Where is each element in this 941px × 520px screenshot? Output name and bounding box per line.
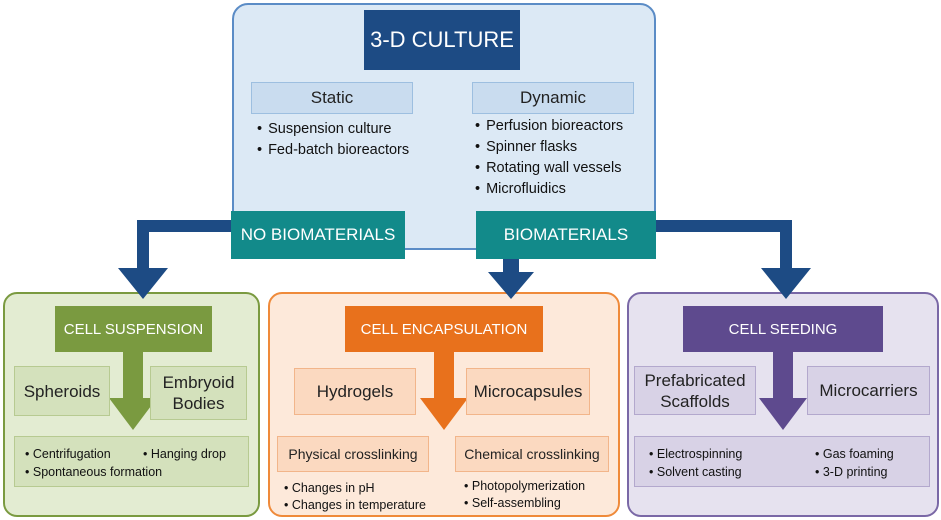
list-item: Fed-batch bioreactors (257, 140, 409, 161)
arrow-right-branch (656, 220, 811, 299)
method-item: • Centrifugation (25, 447, 111, 461)
physical-item: • Changes in temperature (284, 498, 426, 512)
chemical-item: • Photopolymerization (464, 479, 586, 493)
chemical-crosslinking-box: Chemical crosslinking (455, 436, 609, 472)
method-item: • Hanging drop (143, 447, 226, 461)
arrow-purple (759, 352, 807, 430)
arrow-orange (420, 352, 468, 430)
dynamic-list: Perfusion bioreactors Spinner flasks Rot… (475, 116, 623, 200)
arrow-middle-branch (488, 259, 534, 299)
hydrogels-box: Hydrogels (294, 368, 416, 415)
no-biomaterials-label: NO BIOMATERIALS (231, 211, 405, 259)
dynamic-heading: Dynamic (472, 82, 634, 114)
list-item: Perfusion bioreactors (475, 116, 623, 137)
cell-suspension-heading: CELL SUSPENSION (55, 306, 212, 352)
list-item: Rotating wall vessels (475, 158, 623, 179)
prefabricated-scaffolds-box: Prefabricated Scaffolds (634, 366, 756, 415)
arrow-left-branch (118, 220, 231, 299)
chemical-item: • Self-assembling (464, 496, 561, 510)
spheroids-box: Spheroids (14, 366, 110, 416)
biomaterials-label: BIOMATERIALS (476, 211, 656, 259)
method-item: • Spontaneous formation (25, 465, 163, 479)
static-list: Suspension culture Fed-batch bioreactors (257, 119, 409, 161)
cell-encapsulation-heading: CELL ENCAPSULATION (345, 306, 543, 352)
physical-crosslinking-box: Physical crosslinking (277, 436, 429, 472)
method-item: • 3-D printing (815, 465, 888, 479)
embryoid-bodies-box: Embryoid Bodies (150, 366, 247, 420)
list-item: Suspension culture (257, 119, 409, 140)
list-item: Microfluidics (475, 179, 623, 200)
title-box: 3-D CULTURE (364, 10, 520, 70)
branch-arrows (118, 220, 811, 299)
physical-item: • Changes in pH (284, 481, 375, 495)
cell-seeding-heading: CELL SEEDING (683, 306, 883, 352)
method-item: • Electrospinning (649, 447, 743, 461)
method-item: • Gas foaming (815, 447, 894, 461)
list-item: Spinner flasks (475, 137, 623, 158)
microcapsules-box: Microcapsules (466, 368, 590, 415)
seeding-methods-box: • Electrospinning • Solvent casting • Ga… (634, 436, 930, 487)
microcarriers-box: Microcarriers (807, 366, 930, 415)
method-item: • Solvent casting (649, 465, 742, 479)
suspension-methods-box: • Centrifugation • Hanging drop • Sponta… (14, 436, 249, 487)
arrow-green (109, 352, 157, 430)
static-heading: Static (251, 82, 413, 114)
